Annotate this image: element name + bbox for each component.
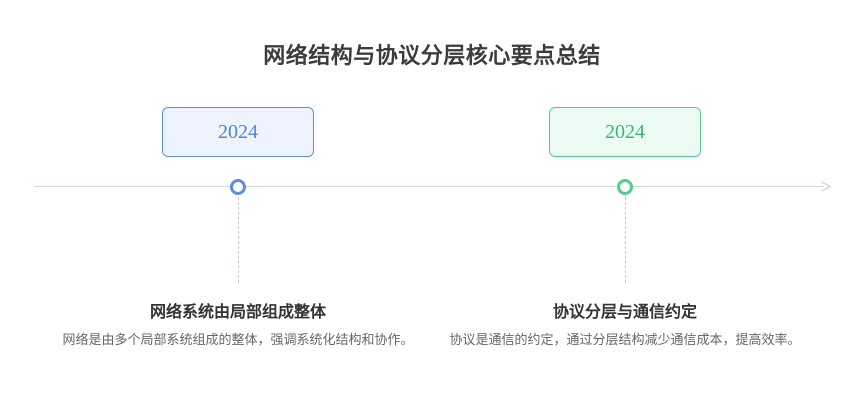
timeline-connector [625,197,626,283]
timeline-event-description: 网络是由多个局部系统组成的整体，强调系统化结构和协作。 [62,333,414,348]
timeline-axis [34,186,824,187]
timeline-event-title: 协议分层与通信约定 [552,302,697,321]
timeline-year-badge: 2024 [549,107,701,157]
page-title: 网络结构与协议分层核心要点总结 [263,44,601,69]
timeline-event-description: 协议是通信的约定，通过分层结构减少通信成本，提高效率。 [449,333,801,348]
timeline-connector [238,197,239,283]
timeline-event-title: 网络系统由局部组成整体 [149,302,326,321]
timeline-marker [617,179,633,195]
timeline-marker [230,179,246,195]
timeline-year-badge: 2024 [162,107,314,157]
arrow-right-icon [821,181,832,192]
